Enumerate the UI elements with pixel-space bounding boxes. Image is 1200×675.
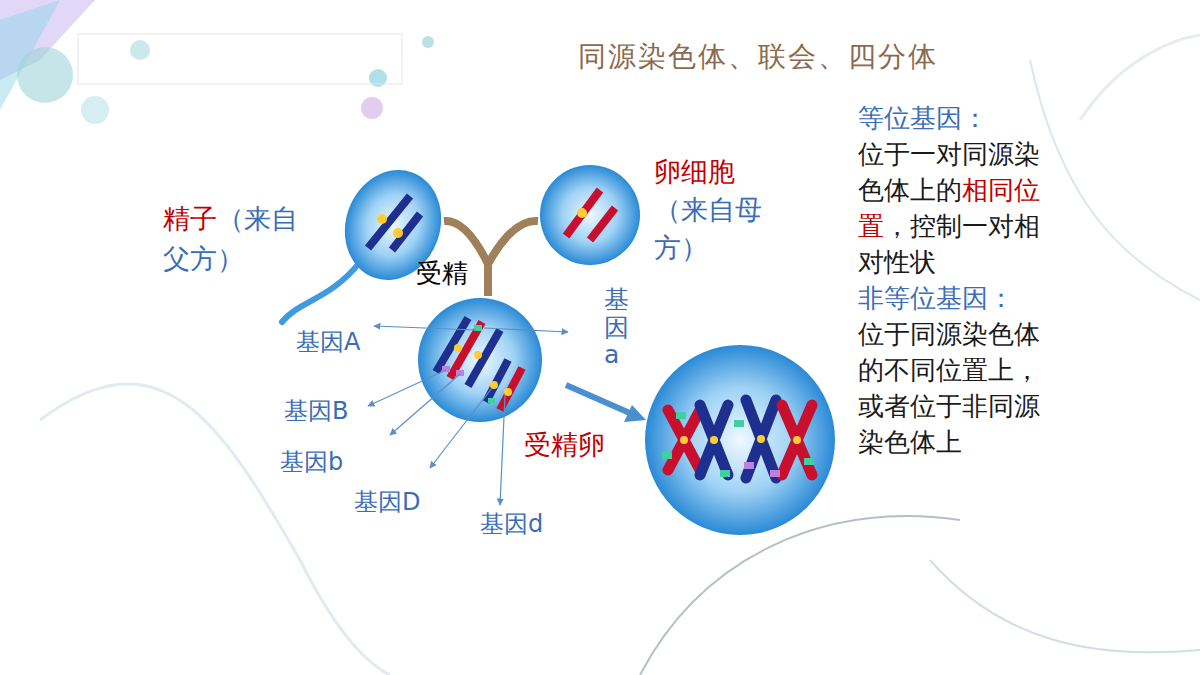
definition-text: 位于同源染色体的不同位置上，或者位于非同源染色体上 (858, 319, 1040, 457)
cell-label: 卵细胞 （来自母方） (654, 153, 764, 267)
merge-connector (488, 221, 538, 296)
cell-label-part: 受精卵 (524, 429, 605, 460)
gene-label: 基因d (480, 508, 543, 540)
gene-label: 基因D (354, 486, 420, 518)
gene-label: 基因B (284, 395, 348, 427)
title: 同源染色体、联会、四分体 (578, 38, 938, 76)
tetrad-cell (645, 345, 835, 535)
gene-label: 基因A (296, 326, 360, 358)
cell-label-part: 卵细胞 (654, 156, 735, 187)
cell-label: 受精卵 (524, 428, 634, 462)
leader-lines (368, 326, 568, 505)
definition-heading: 非等位基因： (858, 280, 1040, 316)
cell-label-part: 精子 (163, 203, 217, 234)
cell-label: 精子（来自父方） (163, 199, 313, 279)
cell-node: 受精卵 (418, 298, 542, 422)
definition-text: ，控制一对相对性状 (858, 211, 1040, 277)
egg-cell (540, 165, 640, 265)
gene-label: 基因a (604, 286, 629, 369)
definition-panel: 等位基因：位于一对同源染色体上的相同位置，控制一对相对性状非等位基因：位于同源染… (858, 100, 1040, 460)
cell-node: 卵细胞（来自母方） (540, 165, 640, 265)
transition-arrow (566, 385, 646, 422)
sperm-cell (282, 156, 456, 322)
gene-label: 基因b (280, 446, 343, 478)
edge-label: 受精 (416, 256, 468, 291)
cell-label-part: （来自母方） (654, 194, 762, 263)
definition-heading: 等位基因： (858, 100, 1040, 136)
